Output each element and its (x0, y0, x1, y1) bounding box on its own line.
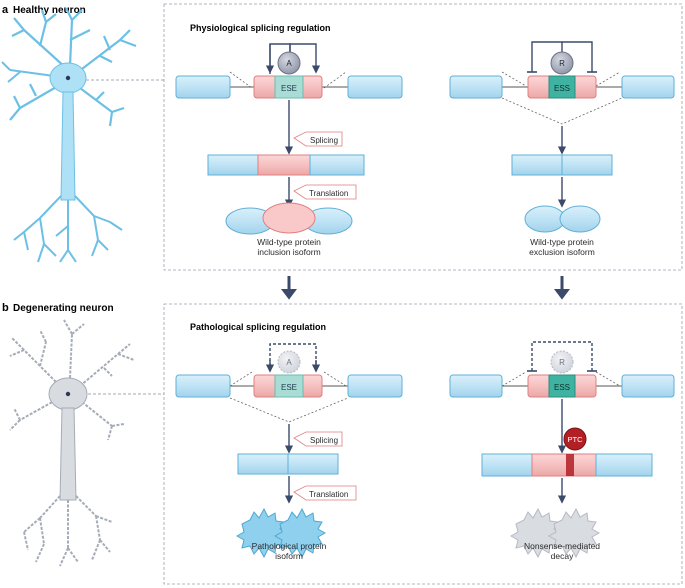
ese-label-b: ESE (281, 383, 297, 392)
inclusion-caption-1: Wild-type protein (257, 237, 321, 247)
ess-label-b: ESS (554, 383, 570, 392)
exclusion-caption-2: exclusion isoform (529, 247, 595, 257)
inclusion-caption-2: inclusion isoform (257, 247, 320, 257)
nmd-caption-1: Nonsense-mediated (524, 541, 600, 551)
ese-label: ESE (281, 84, 297, 93)
panel-a-title: Healthy neuron (13, 5, 86, 16)
splicing-tag-b: Splicing (293, 431, 343, 447)
pathological-protein (235, 507, 327, 559)
protein-exclusion-isoform (524, 205, 566, 233)
ess-exclusion-diagram: ESS R Wild-type protein exclusion isofor… (449, 41, 675, 257)
panel-a-heading: Physiological splicing regulation (190, 23, 331, 33)
exon-upstream (175, 75, 231, 99)
exclusion-caption-1: Wild-type protein (530, 237, 594, 247)
ess-element (548, 75, 576, 99)
protein-inclusion-isoform (262, 202, 316, 234)
mrna-ptc (531, 453, 597, 477)
pathological-ess-diagram: ESS R PTC Nonsense-mediated decay (449, 341, 675, 561)
degenerating-neuron-illustration (9, 319, 135, 567)
mrna-inclusion (257, 154, 311, 176)
translation-tag: Translation (293, 184, 357, 200)
pathological-ese-diagram: ESE A Splicing Translation Pathologic (175, 343, 403, 561)
activator-label-b: A (286, 358, 292, 367)
repressor-protein (550, 51, 574, 75)
healthy-neuron-illustration (1, 7, 137, 263)
repressor-protein-faint (550, 350, 574, 374)
pathological-caption-1: Pathological protein (252, 541, 327, 551)
panel-a-frame (163, 3, 683, 271)
panel-b-title: Degenerating neuron (13, 303, 114, 314)
svg-text:Translation: Translation (309, 189, 348, 198)
panel-b-heading: Pathological splicing regulation (190, 322, 326, 332)
ptc-marker (563, 427, 587, 451)
svg-text:Splicing: Splicing (310, 136, 338, 145)
ese-element (274, 75, 304, 99)
panel-b-letter: b (2, 302, 9, 314)
panel-b: b Degenerating neuron Pathological splic… (2, 302, 683, 585)
transition-arrows (281, 276, 570, 300)
exon-downstream (347, 75, 403, 99)
ptc-label: PTC (568, 435, 584, 444)
svg-text:Translation: Translation (309, 490, 348, 499)
degraded-transcript (509, 507, 601, 559)
mrna-skipped (237, 453, 289, 475)
activator-protein-faint (277, 350, 301, 374)
panel-a-letter: a (2, 4, 9, 16)
splicing-tag: Splicing (293, 131, 343, 147)
ese-inclusion-diagram: ESE A Splicing Translation Wild-type p (175, 43, 403, 257)
mrna-exclusion (511, 154, 563, 176)
activator-protein (277, 51, 301, 75)
ess-label: ESS (554, 84, 570, 93)
panel-a: a Healthy neuron Physiological splicing … (1, 3, 683, 271)
activator-label: A (286, 59, 292, 68)
nmd-caption-2: decay (551, 551, 574, 561)
svg-text:Splicing: Splicing (310, 436, 338, 445)
translation-tag-b: Translation (293, 485, 357, 501)
pathological-caption-2: isoform (275, 551, 303, 561)
repressor-label: R (559, 59, 565, 68)
repressor-label-b: R (559, 358, 565, 367)
panel-b-frame (163, 303, 683, 585)
